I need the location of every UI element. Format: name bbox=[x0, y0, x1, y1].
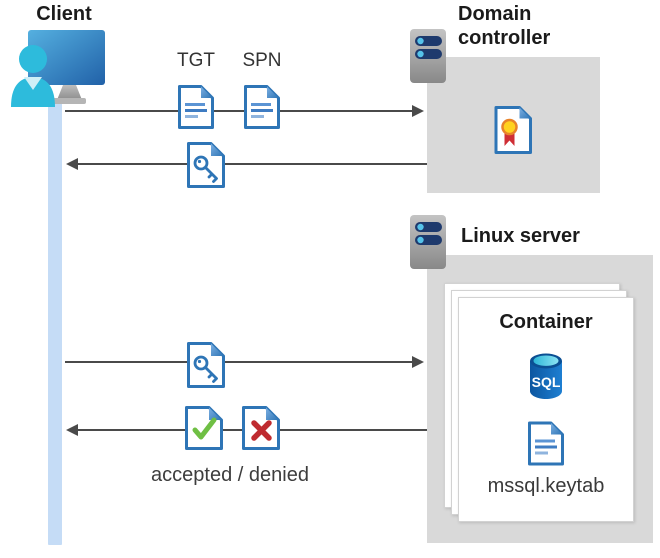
accepted-document-icon bbox=[185, 406, 223, 450]
kerberos-ticket-key-document-icon bbox=[187, 342, 225, 388]
keytab-label: mssql.keytab bbox=[487, 475, 605, 497]
certificate-icon bbox=[494, 106, 532, 154]
container-card: Container SQL mssql.keytab bbox=[458, 297, 634, 522]
linux-server-icon bbox=[410, 215, 446, 269]
client-label: Client bbox=[36, 3, 92, 25]
client-user-workstation-icon bbox=[11, 30, 105, 107]
client-lane bbox=[48, 98, 62, 545]
spn-label: SPN bbox=[242, 50, 282, 71]
sql-database-label: SQL bbox=[532, 374, 561, 390]
accepted-denied-label: accepted / denied bbox=[151, 464, 309, 486]
keytab-document-icon bbox=[528, 421, 564, 466]
kerberos-ticket-key-document-icon bbox=[187, 142, 225, 188]
spn-document-icon bbox=[244, 85, 280, 129]
container-title: Container bbox=[499, 311, 593, 333]
arrow-tgt-spn-request bbox=[65, 105, 424, 117]
tgt-document-icon bbox=[178, 85, 214, 129]
domain-controller-title: Domain controller bbox=[458, 3, 551, 49]
denied-document-icon bbox=[242, 406, 280, 450]
sql-database-icon: SQL bbox=[530, 353, 562, 399]
domain-controller-server-icon bbox=[410, 29, 446, 83]
arrow-service-ticket-request bbox=[65, 356, 424, 368]
linux-server-title: Linux server bbox=[461, 225, 580, 247]
arrow-ticket-response bbox=[66, 158, 427, 170]
tgt-label: TGT bbox=[177, 50, 215, 71]
